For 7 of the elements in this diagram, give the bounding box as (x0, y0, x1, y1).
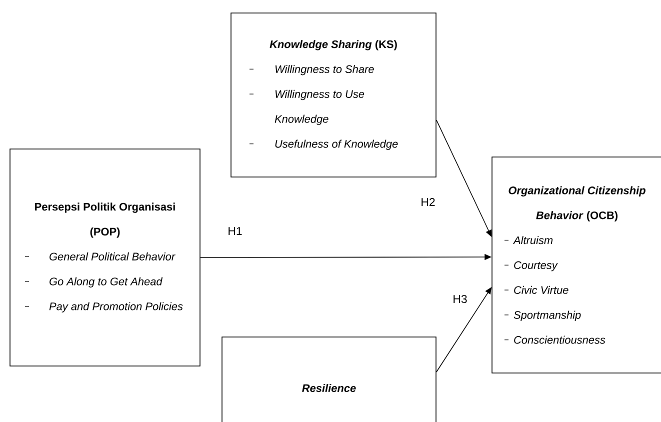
variable-box: Persepsi Politik Organisasi (POP) General Political Behavior Go Along to Get Ahead Pay and Promotion Policies (10, 148, 200, 366)
variable-box: Organizational Citizenship Behavior (OCB) Altruism Courtesy Civic Virtue Sportmanship Conscientiousness (492, 156, 661, 374)
edge-label: H2 (420, 197, 436, 207)
edge-label: H1 (226, 226, 244, 236)
edge-label: H3 (452, 294, 468, 304)
variable-box: Knowledge Sharing (KS) Willingness to Share Willingness to Use Knowledge Usefulness of Knowledge (230, 12, 436, 178)
variable-box: Resilience (222, 336, 436, 422)
